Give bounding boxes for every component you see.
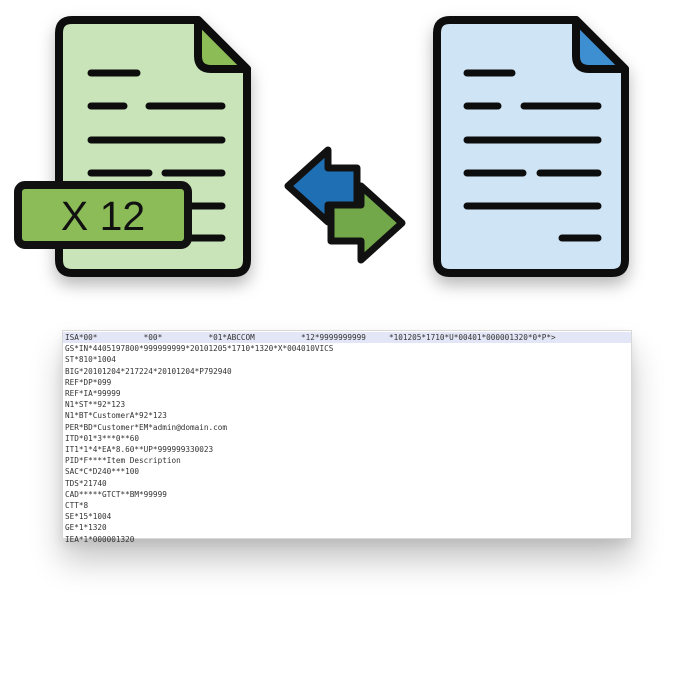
edi-segment-line: GS*IN*4405197800*999999999*20101205*1710… (65, 344, 334, 354)
edi-segment-line: TDS*21740 (65, 478, 107, 488)
edi-segment-line: PID*F****Item Description (65, 456, 181, 466)
x12-badge: X 12 (14, 181, 192, 249)
edi-segment-line: CTT*8 (65, 501, 89, 510)
x12-badge-label: X 12 (61, 193, 145, 239)
edi-segment-line: IEA*1*000001320 (65, 534, 135, 544)
x12-edi-document-preview: ISA*00* *00* *01*ABCCOM *12*9999999999 *… (62, 330, 632, 544)
edi-segment-line: SAC*C*D240***100 (65, 467, 140, 477)
edi-segment-line: ST*810*1004 (65, 355, 116, 365)
edi-segment-line: N1*BT*CustomerA*92*123 (65, 411, 167, 421)
edi-segment-line: ITD*01*3***0**60 (65, 433, 140, 443)
edi-segment-line: PER*BD*Customer*EM*admin@domain.com (65, 422, 227, 432)
edi-segment-line: CAD*****GTCT**BM*99999 (65, 489, 167, 499)
edi-segment-line: REF*DP*099 (65, 377, 112, 387)
document-icon (433, 16, 629, 277)
edi-segment-line: N1*ST**92*123 (65, 400, 126, 410)
edi-segment-line: GE*1*1320 (65, 523, 107, 533)
arrow-right-icon (327, 182, 406, 264)
edi-conversion-illustration: X 12 (14, 16, 629, 277)
edi-segment-line: REF*IA*99999 (65, 389, 121, 398)
edi-segment-line: SE*15*1004 (65, 512, 112, 522)
edi-segment-line: BIG*20101204*217224*20101204*P792940 (65, 366, 232, 376)
edi-segment-line: IT1*1*4*EA*8.60**UP*999999330023 (65, 445, 214, 454)
edi-header-row: ISA*00* *00* *01*ABCCOM *12*9999999999 *… (63, 332, 631, 344)
exchange-arrows-icon (284, 146, 406, 264)
